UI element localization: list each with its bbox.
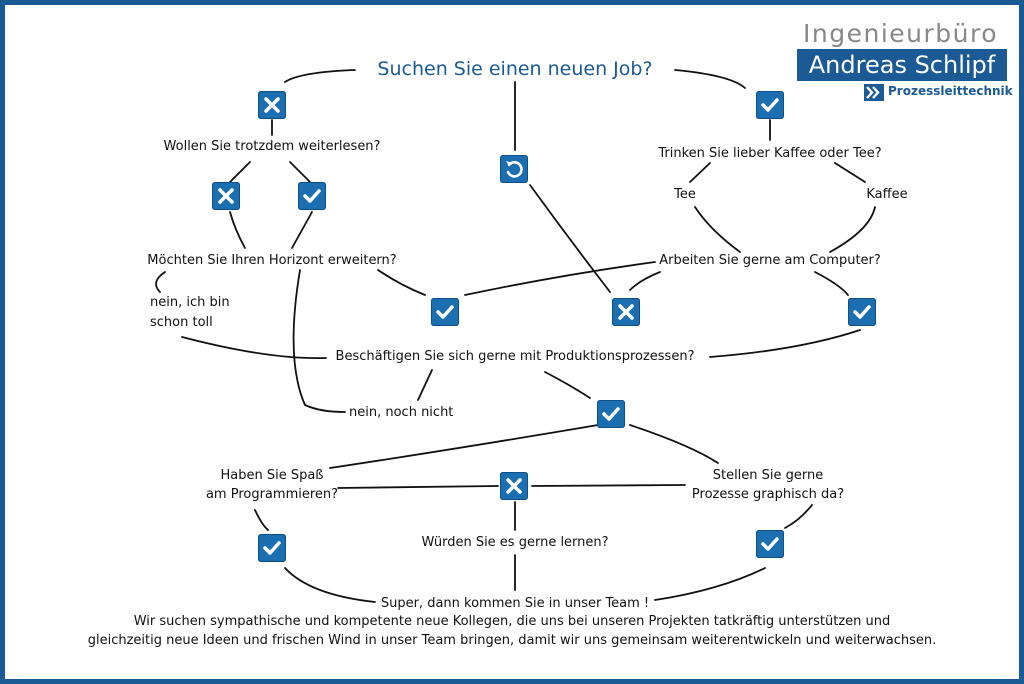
logo-company-top: Ingenieurbüro	[803, 19, 999, 48]
question-graphisch-line1: Stellen Sie gerne	[712, 468, 824, 483]
footer-line2: gleichzeitig neue Ideen und frischen Win…	[87, 633, 937, 648]
result-super: Super, dann kommen Sie in unser Team !	[380, 596, 650, 611]
check-icon	[298, 182, 326, 210]
check-icon	[756, 530, 784, 558]
check-icon	[756, 91, 784, 119]
answer-kaffee: Kaffee	[866, 187, 908, 202]
double-chevron-icon	[864, 84, 884, 101]
check-icon	[597, 400, 625, 428]
answer-nein-noch-nicht: nein, noch nicht	[349, 405, 454, 420]
question-weiterlesen: Wollen Sie trotzdem weiterlesen?	[163, 139, 381, 154]
check-icon	[848, 298, 876, 326]
question-produktion: Beschäftigen Sie sich gerne mit Produkti…	[335, 349, 695, 364]
question-horizont: Möchten Sie Ihren Horizont erweitern?	[147, 253, 397, 268]
x-icon	[258, 91, 286, 119]
x-icon	[500, 472, 528, 500]
restart-icon	[500, 155, 528, 183]
question-programmieren-line1: Haben Sie Spaß	[220, 468, 324, 483]
x-icon	[612, 298, 640, 326]
question-kaffee-tee: Trinken Sie lieber Kaffee oder Tee?	[658, 146, 882, 161]
check-icon	[431, 298, 459, 326]
question-job: Suchen Sie einen neuen Job?	[377, 58, 653, 80]
footer-line1: Wir suchen sympathische und kompetente n…	[133, 614, 891, 629]
answer-tee: Tee	[674, 187, 696, 202]
logo-company-name: Andreas Schlipf	[797, 49, 1007, 81]
question-programmieren-line2: am Programmieren?	[205, 487, 339, 502]
question-lernen: Würden Sie es gerne lernen?	[421, 535, 609, 550]
x-icon	[212, 182, 240, 210]
logo-subtitle-text: Prozessleittechnik	[888, 84, 1013, 98]
question-graphisch-line2: Prozesse graphisch da?	[691, 487, 845, 502]
logo-subtitle: Prozessleittechnik	[864, 84, 1013, 98]
answer-nein-toll-line2: schon toll	[150, 315, 213, 330]
check-icon	[258, 534, 286, 562]
answer-nein-toll-line1: nein, ich bin	[150, 295, 230, 310]
question-computer: Arbeiten Sie gerne am Computer?	[659, 253, 881, 268]
